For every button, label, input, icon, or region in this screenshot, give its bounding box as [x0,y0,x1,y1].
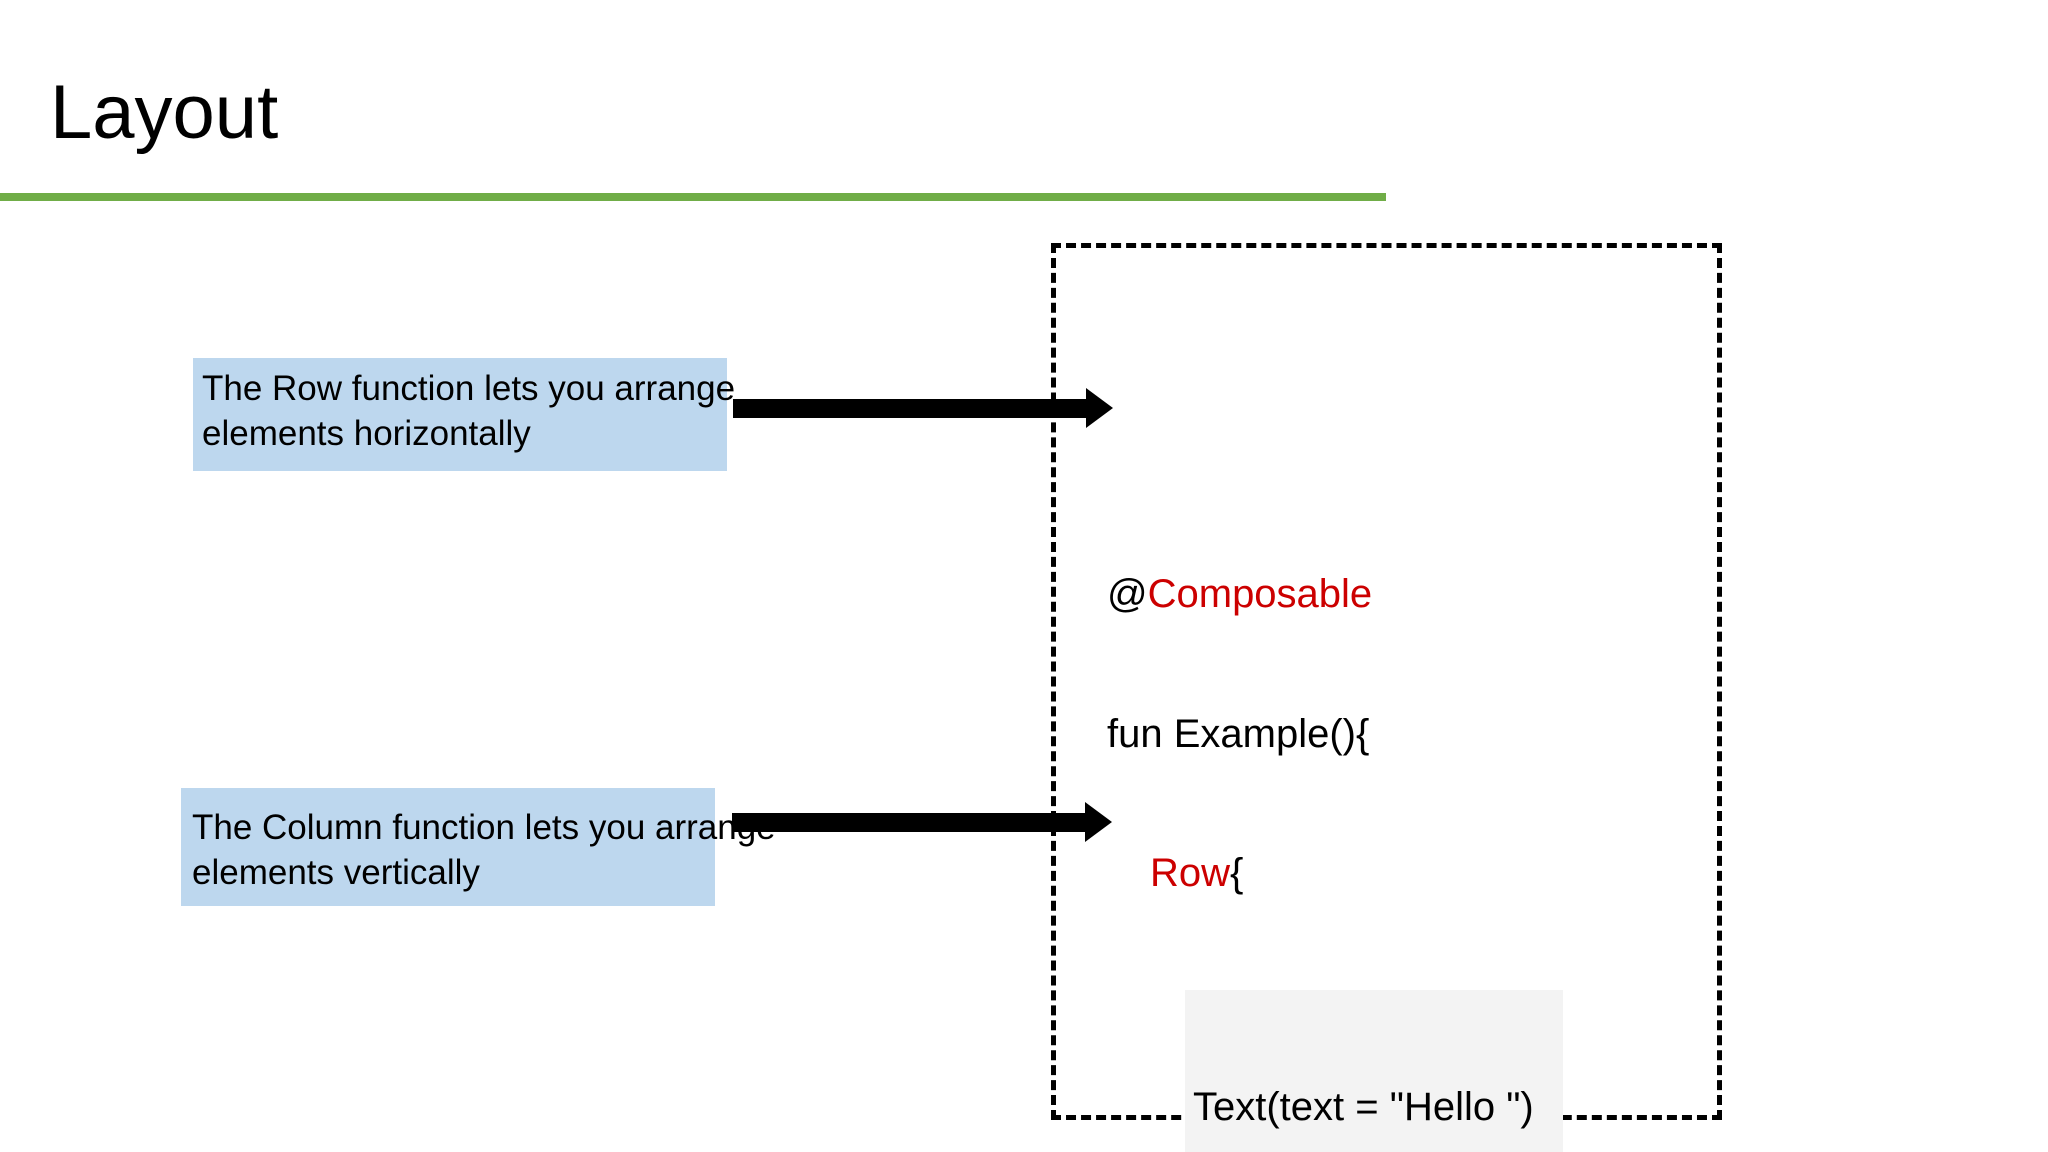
code-line-annotation: @Composable [1107,571,1563,618]
page-title: Layout [50,70,279,155]
code-content: @Composable fun Example(){ Row{ Text(tex… [1107,292,1563,1152]
callout-column: The Column function lets you arrange ele… [181,788,776,906]
callout-row-line-1: The Row function lets you arrange [202,369,736,408]
arrow-right-icon [1085,802,1112,842]
arrow-right-icon [1086,388,1113,428]
arrow-shaft [733,399,1086,418]
code-line-fun: fun Example(){ [1107,711,1370,756]
code-block-row: @Composable fun Example(){ Row{ Text(tex… [1107,478,1563,1152]
arrow-shaft [732,813,1085,832]
code-text-lines: Text(text = "Hello ") Text(text = " ther… [1185,989,1563,1152]
code-line-keyword: Row{ [1107,850,1563,897]
callout-row-line-2: elements horizontally [202,414,531,453]
open-brace: { [1230,851,1244,895]
callout-column-line-1: The Column function lets you arrange [192,808,776,847]
row-keyword: Row [1150,851,1231,895]
composable-annotation: Composable [1147,572,1373,616]
callout-column-line-2: elements vertically [192,853,480,892]
callout-row: The Row function lets you arrange elemen… [193,358,736,471]
title-underline [0,193,1386,201]
at-sign: @ [1107,572,1148,616]
code-line-text-hello: Text(text = "Hello ") [1193,1084,1534,1129]
